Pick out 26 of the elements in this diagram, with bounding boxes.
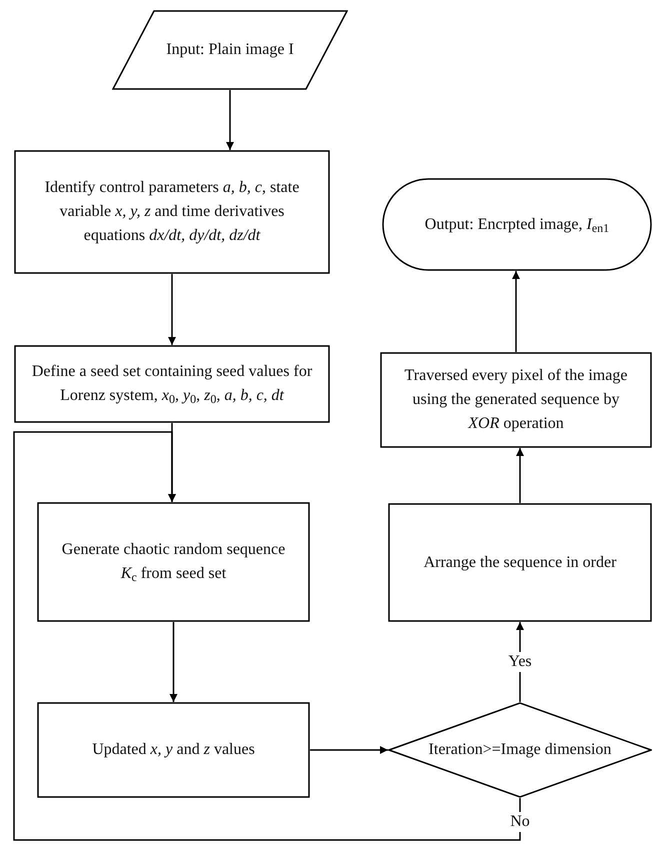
- edge-label: No: [508, 812, 532, 832]
- process-box: [37, 702, 310, 798]
- arrow: [170, 622, 178, 702]
- arrow: [310, 746, 388, 754]
- process-box: [37, 502, 310, 622]
- arrow: [516, 448, 524, 503]
- node-text: Define a seed set containing seed values for Lorenz system, x$_{0}$, y$_{0}$, z$_{0}$, a, b, c, dt: [30, 362, 314, 408]
- arrow: [13, 431, 521, 841]
- node-text: Generate chaotic random sequence K$_{c}$ from seed set: [61, 540, 286, 586]
- node-text: Output: Encrpted image, I$_{en1}$: [424, 214, 610, 236]
- input-parallelogram: [112, 10, 348, 90]
- process-box: [380, 352, 652, 448]
- process-box: [14, 150, 330, 274]
- arrow: [512, 271, 520, 352]
- arrow: [168, 274, 176, 345]
- node-text: Input: Plain image I: [166, 40, 294, 60]
- node-text: Traversed every pixel of the image using the generated sequence by XOR operation: [404, 366, 628, 434]
- node-text: Iteration>=Image dimension: [428, 740, 612, 760]
- process-box: [388, 503, 652, 622]
- process-box: [14, 345, 330, 423]
- decision-diamond: [388, 702, 652, 798]
- node-text: Updated x, y and z values: [92, 740, 255, 760]
- edge-label: Yes: [506, 652, 534, 672]
- arrow: [226, 90, 234, 150]
- node-text: Arrange the sequence in order: [424, 552, 616, 572]
- node-text: Identify control parameters a, b, c, state variable x, y, z and time derivatives equations dx/dt, dy/dt, dz/dt: [44, 178, 300, 246]
